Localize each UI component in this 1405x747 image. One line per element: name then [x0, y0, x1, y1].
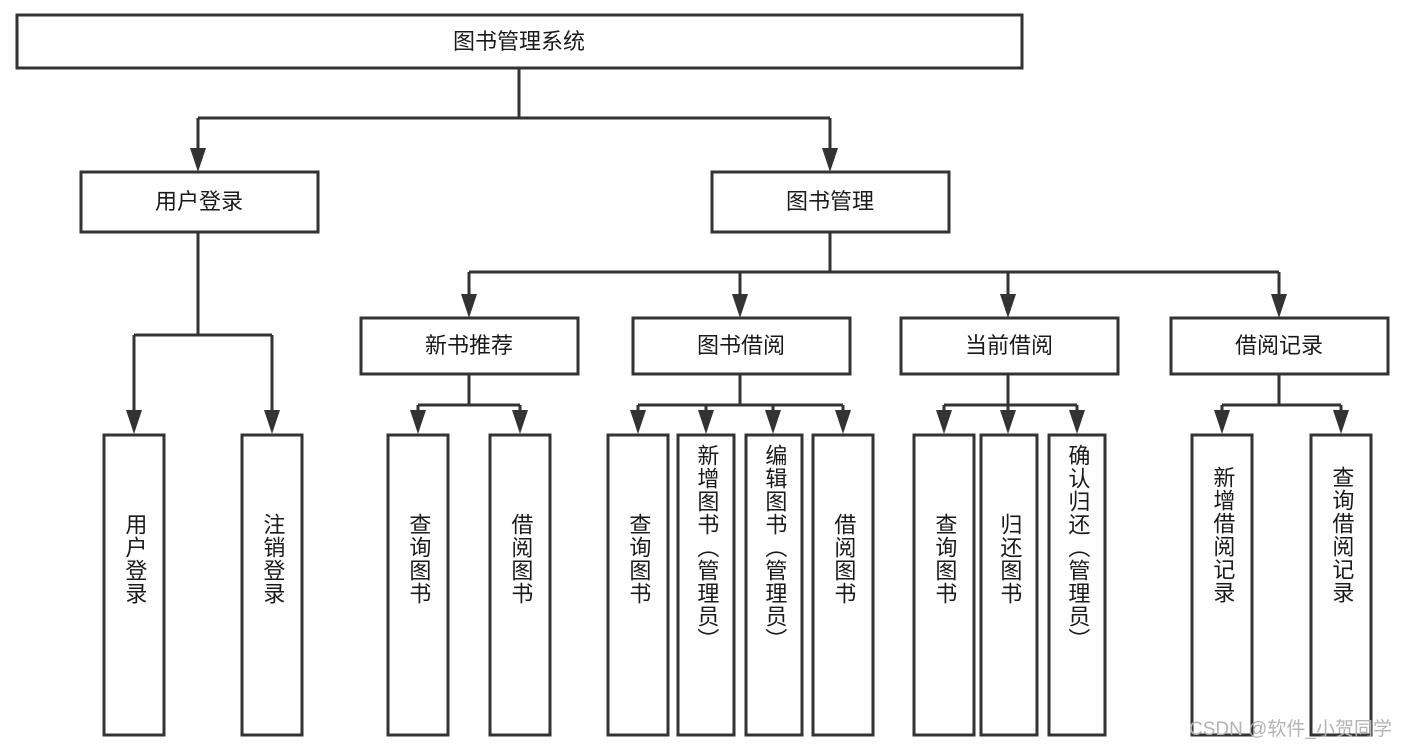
arrow-head-new-book-recommend — [461, 294, 477, 318]
node-box-leaf-return-book[interactable] — [979, 433, 1039, 737]
arrow-head-current-borrow — [1000, 294, 1016, 318]
node-box-leaf-edit-book[interactable] — [744, 433, 804, 737]
arrow-head-leaf-add-record — [1214, 410, 1230, 434]
node-box-leaf-add-record[interactable] — [1190, 433, 1254, 737]
node-label-root: 图书管理系统 — [453, 29, 585, 54]
arrow-head-leaf-query-book-1 — [410, 410, 426, 434]
node-label-new-book-recommend: 新书推荐 — [425, 333, 513, 358]
node-label-current-borrow: 当前借阅 — [965, 333, 1053, 358]
node-box-leaf-query-book-1[interactable] — [386, 433, 450, 737]
arrow-head-leaf-borrow-book-2 — [835, 410, 851, 434]
connector-group-borrow-record — [1214, 374, 1349, 434]
arrow-head-user-login — [190, 148, 206, 172]
node-box-leaf-borrow-book-2[interactable] — [811, 433, 875, 737]
arrow-head-leaf-query-record — [1333, 410, 1349, 434]
node-box-user-login[interactable] — [79, 170, 320, 234]
watermark-text: CSDN @软件_小贺同学 — [1189, 719, 1392, 740]
connector-group-book-borrow — [630, 374, 851, 434]
node-box-book-borrow[interactable] — [631, 316, 852, 376]
arrow-head-borrow-record — [1271, 294, 1287, 318]
node-box-leaf-confirm-return[interactable] — [1047, 433, 1107, 737]
node-label-book-manage: 图书管理 — [786, 189, 874, 214]
node-box-leaf-query-record[interactable] — [1309, 433, 1373, 737]
connector-group-book-manage — [461, 232, 1287, 318]
node-label-user-login: 用户登录 — [155, 189, 243, 214]
arrow-head-book-borrow — [732, 294, 748, 318]
node-label-book-borrow: 图书借阅 — [697, 333, 785, 358]
node-box-leaf-user-login[interactable] — [102, 433, 166, 737]
node-box-leaf-query-book-3[interactable] — [912, 433, 976, 737]
node-box-borrow-record[interactable] — [1169, 316, 1390, 376]
arrow-head-book-manage — [822, 148, 838, 172]
arrow-head-leaf-query-book-2 — [630, 410, 646, 434]
arrow-head-leaf-edit-book — [765, 410, 781, 434]
node-box-leaf-user-logout[interactable] — [240, 433, 304, 737]
connector-group-root — [190, 68, 838, 172]
arrow-head-leaf-return-book — [1000, 410, 1016, 434]
arrow-head-leaf-add-book — [698, 410, 714, 434]
node-box-leaf-borrow-book-1[interactable] — [488, 433, 552, 737]
arrow-head-leaf-confirm-return — [1069, 410, 1085, 434]
arrow-head-leaf-user-logout — [264, 410, 280, 434]
connector-group-current-borrow — [936, 374, 1085, 434]
node-box-book-manage[interactable] — [710, 170, 951, 234]
node-box-leaf-query-book-2[interactable] — [606, 433, 670, 737]
node-label-borrow-record: 借阅记录 — [1235, 333, 1323, 358]
arrow-head-leaf-user-login — [126, 410, 142, 434]
node-box-leaf-add-book[interactable] — [676, 433, 736, 737]
connector-group-new-book-recommend — [410, 374, 528, 434]
node-box-root[interactable] — [15, 13, 1024, 70]
arrow-head-leaf-borrow-book-1 — [512, 410, 528, 434]
connector-group-user-login — [126, 232, 280, 434]
node-box-current-borrow[interactable] — [899, 316, 1120, 376]
arrow-head-leaf-query-book-3 — [936, 410, 952, 434]
node-box-new-book-recommend[interactable] — [359, 316, 580, 376]
